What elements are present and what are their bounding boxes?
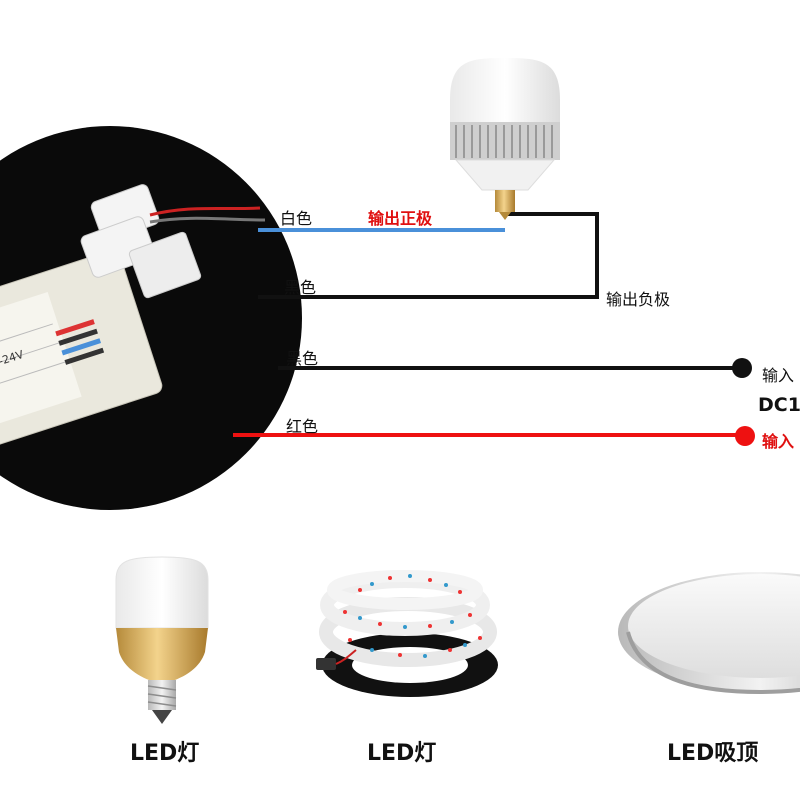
black-output-wire-color-label: 黑色 <box>284 278 317 297</box>
output-negative-label: 输出负极 <box>606 290 671 309</box>
black-input-terminal <box>732 358 752 378</box>
switch-photo <box>0 126 302 510</box>
led-ceiling-lamp-product-image <box>618 572 800 695</box>
input-voltage-label: DC1 <box>758 394 800 416</box>
led-strip-caption: LED灯 <box>367 741 437 766</box>
input-negative-label: 输入 <box>762 366 795 385</box>
led-bulb-caption: LED灯 <box>130 741 200 766</box>
top-bulb-image <box>450 58 560 220</box>
red-input-terminal <box>735 426 755 446</box>
output-positive-label: 输出正极 <box>368 209 433 228</box>
input-positive-label: 输入 <box>762 432 795 451</box>
output-negative-wire <box>258 212 599 299</box>
red-input-wire-color-label: 红色 <box>286 417 319 436</box>
led-ceiling-lamp-caption: LED吸顶 <box>667 741 759 766</box>
black-input-wire-color-label: 黑色 <box>286 349 319 368</box>
led-strip-product-image <box>316 570 498 697</box>
red-input-wire <box>233 426 755 446</box>
led-bulb-product-image <box>115 556 209 724</box>
black-input-wire <box>278 358 752 378</box>
white-wire-color-label: 白色 <box>280 209 313 228</box>
